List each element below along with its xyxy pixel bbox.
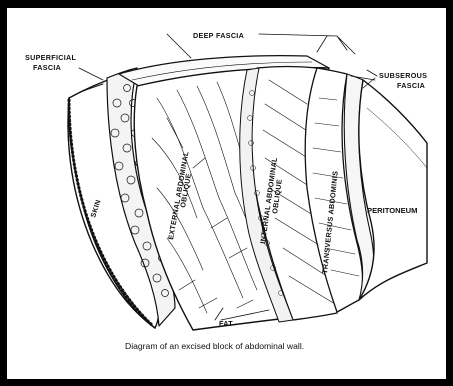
label-superficial-fascia-2: FASCIA xyxy=(33,63,61,72)
superficial-pointer xyxy=(79,68,103,80)
label-deep-fascia: DEEP FASCIA xyxy=(193,31,244,40)
label-subserous-fascia-1: SUBSEROUS xyxy=(379,71,427,80)
label-fat: FAT xyxy=(219,319,233,328)
label-superficial-fascia-1: SUPERFICIAL xyxy=(25,53,77,62)
diagram-caption: Diagram of an excised block of abdominal… xyxy=(125,341,304,351)
label-subserous-fascia-2: FASCIA xyxy=(397,81,425,90)
diagram-frame: DEEP FASCIA SUPERFICIAL FASCIA SUBSEROUS… xyxy=(7,8,446,379)
deep-fascia-pointer xyxy=(259,34,355,54)
abdominal-wall-illustration: DEEP FASCIA SUPERFICIAL FASCIA SUBSEROUS… xyxy=(7,8,446,379)
label-peritoneum: PERITONEUM xyxy=(367,206,418,215)
